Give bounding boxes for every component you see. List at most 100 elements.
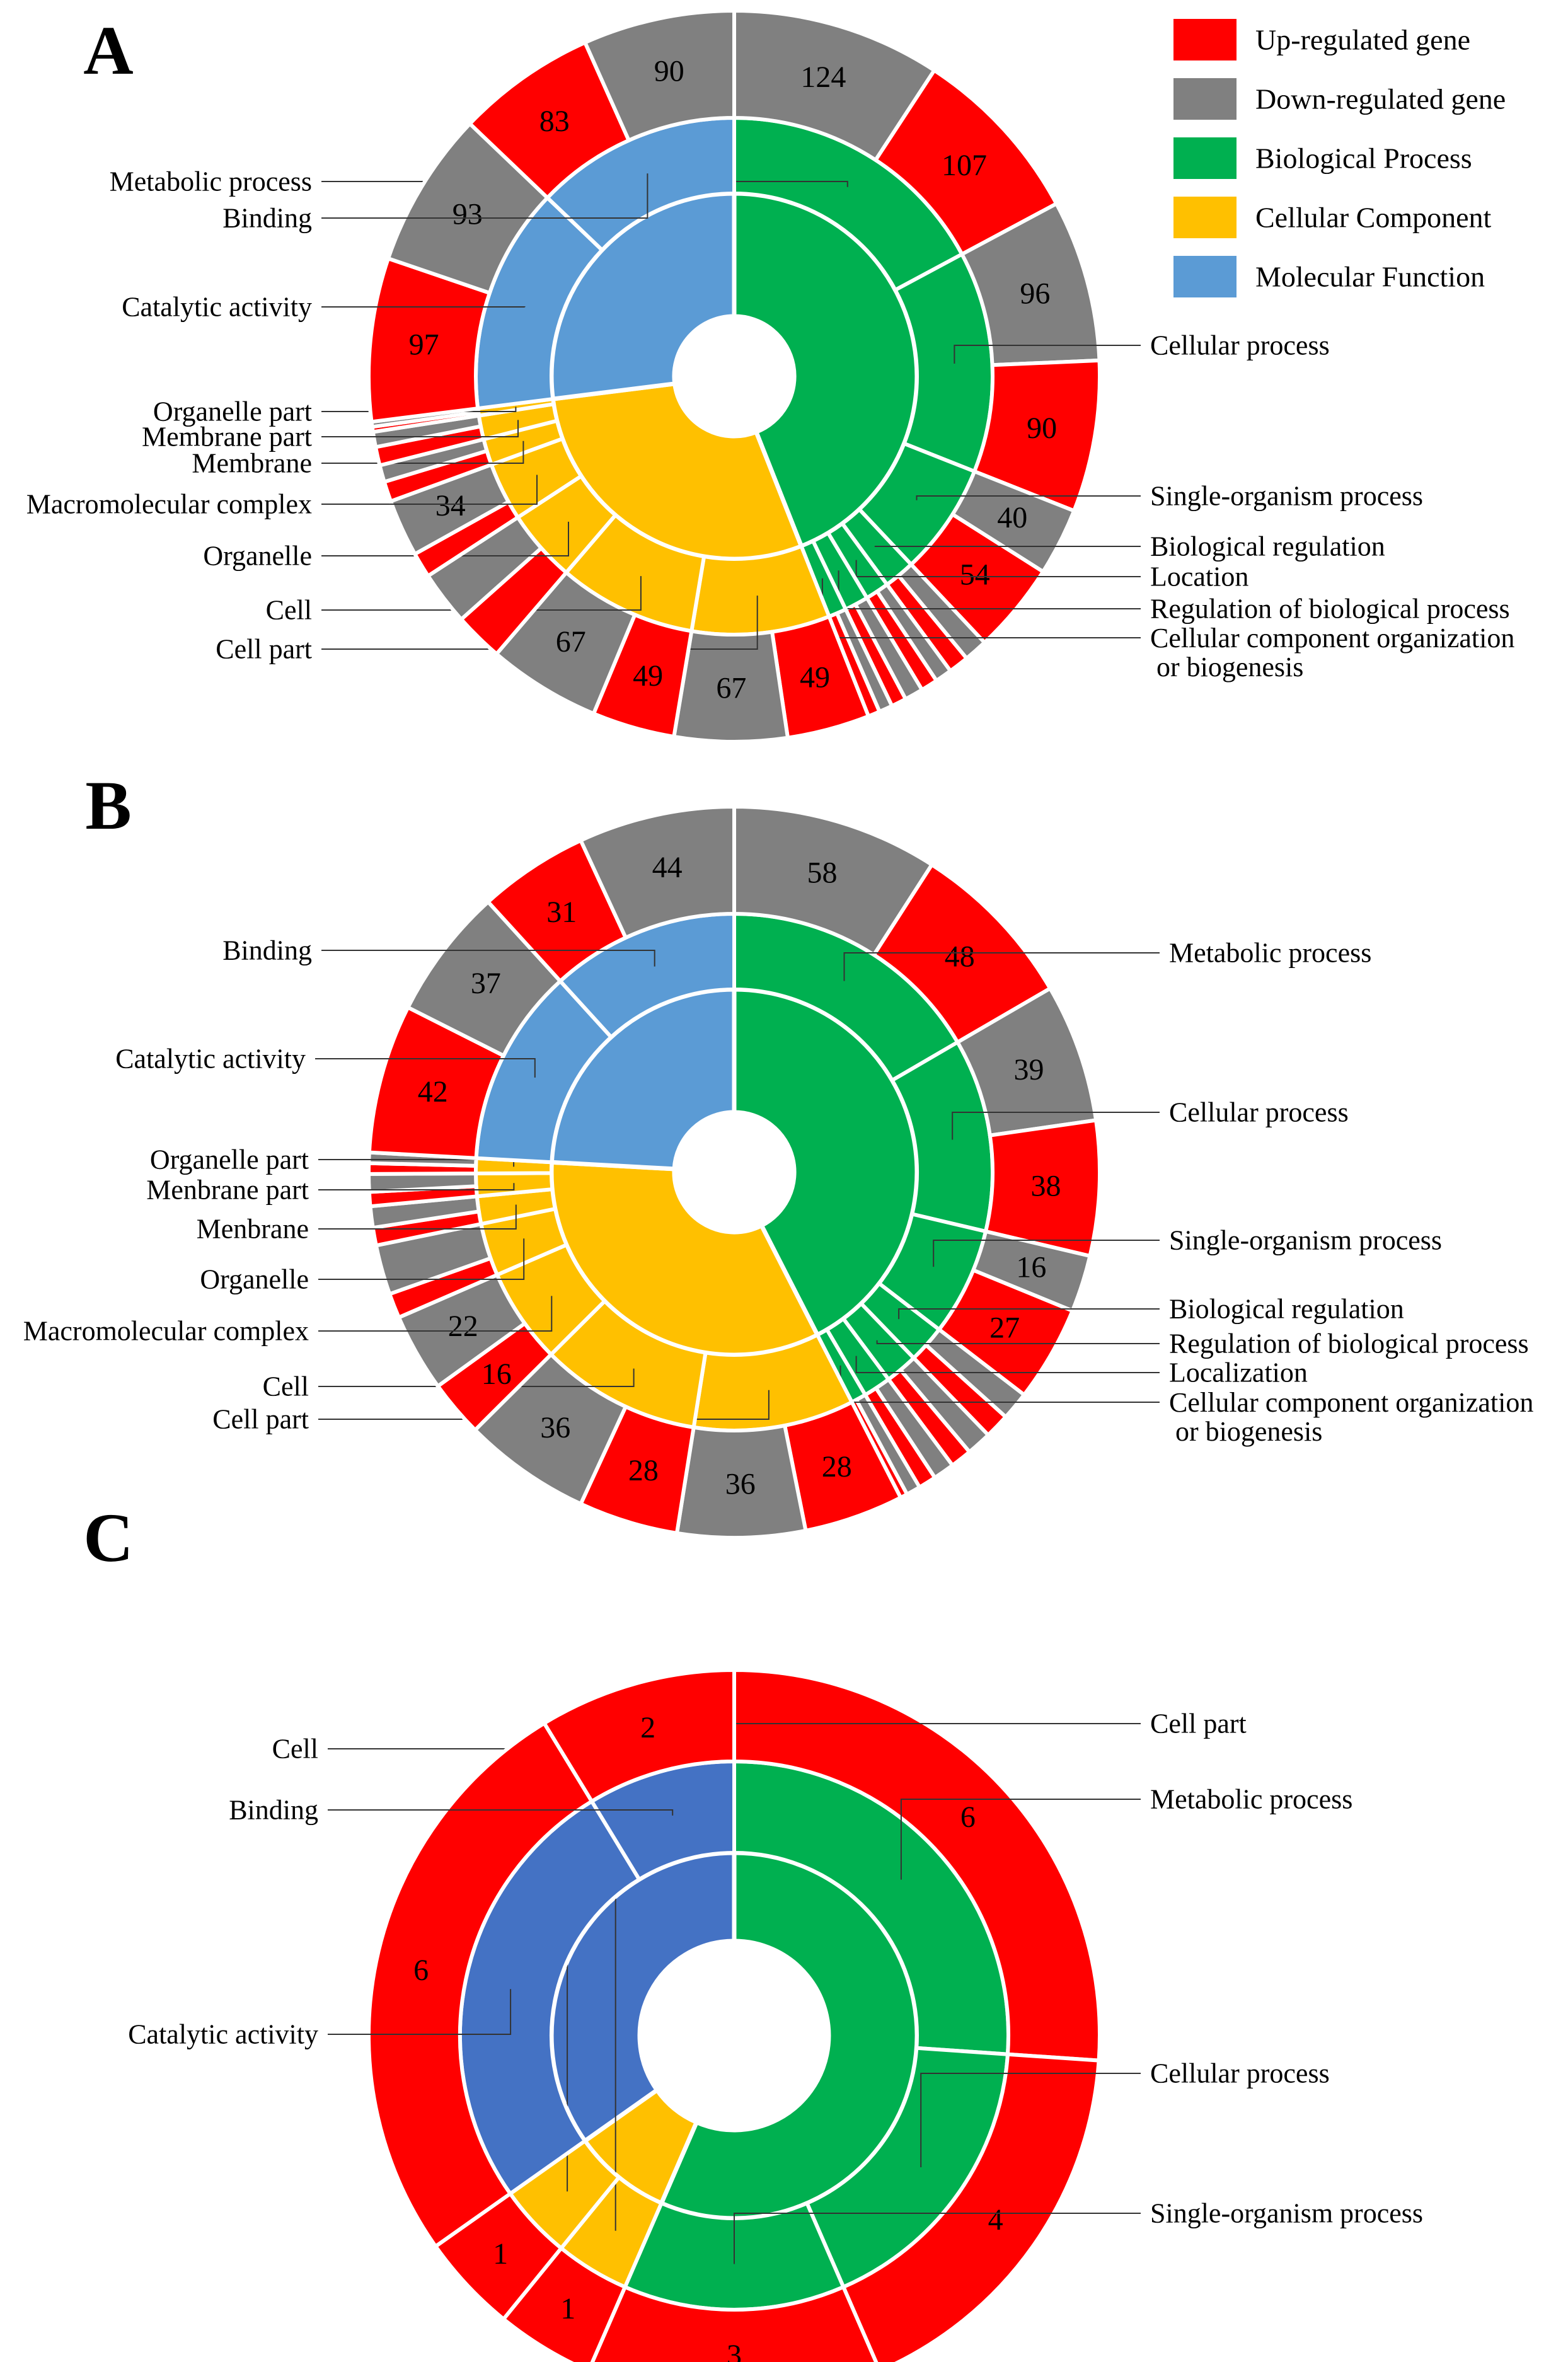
leader-line-cell — [321, 576, 642, 611]
leader-line-cellular-process — [954, 345, 1141, 364]
legend-swatch-molecular-function — [1173, 256, 1237, 297]
term-label-membrane-part: Membrane part — [142, 422, 312, 452]
term-label-cellular-process: Cellular process — [1150, 2058, 1330, 2089]
data-label-down-metabolic-process: 124 — [800, 60, 846, 94]
data-label-up-single-organism-process: 3 — [727, 2339, 742, 2362]
data-label-up-single-organism-process: 54 — [960, 558, 990, 592]
leader-line-single-organism-process — [916, 495, 1141, 500]
leader-line-metabolic-process — [900, 1799, 1141, 1880]
term-label-single-organism-process: Single-organism process — [1150, 2198, 1423, 2229]
data-label-down-metabolic-process: 58 — [807, 856, 838, 890]
data-label-down-cell: 36 — [540, 1411, 570, 1444]
term-label-organelle-part: Organelle part — [153, 396, 312, 427]
leader-line-macromolecular-complex — [318, 1296, 553, 1332]
data-label-up-metabolic-process: 6 — [960, 1800, 976, 1834]
term-label-metabolic-process: Metabolic process — [1169, 938, 1371, 969]
panel-letter-a: A — [83, 12, 133, 89]
term-label-cellular-process: Cellular process — [1169, 1097, 1349, 1128]
outer-arc-up-cellular-process — [841, 2052, 1101, 2362]
leader-line-cell — [318, 1368, 635, 1387]
leader-line-menbrane — [318, 1204, 517, 1230]
data-label-down-binding: 90 — [654, 54, 684, 88]
data-label-down-catalytic-activity: 93 — [453, 198, 483, 231]
term-label-macromolecular-complex: Macromolecular complex — [26, 489, 312, 520]
term-label-catalytic-activity: Catalytic activity — [128, 2019, 318, 2050]
data-label-down-cellular-process: 39 — [1014, 1053, 1044, 1086]
data-label-up-single-organism-process: 27 — [989, 1311, 1020, 1344]
data-label-up-metabolic-process: 48 — [945, 940, 975, 973]
term-label-menbrane: Menbrane — [197, 1214, 309, 1245]
term-label-regulation-of-biological-process: Regulation of biological process — [1169, 1328, 1529, 1359]
data-label-down-single-organism-process: 16 — [1016, 1251, 1046, 1284]
data-label-down-cell: 67 — [556, 625, 586, 659]
legend-label-biological-process: Biological Process — [1255, 142, 1472, 175]
leader-line-catalytic-activity — [328, 1989, 512, 2035]
leader-line-organelle — [321, 521, 569, 556]
data-label-down-cell-part: 67 — [716, 672, 746, 705]
legend-swatch-cellular-component — [1173, 197, 1237, 238]
data-label-down-macromolecular-complex: 34 — [435, 489, 466, 522]
center-hole — [640, 1941, 829, 2130]
data-label-down-cell-part: 36 — [725, 1467, 756, 1501]
data-label-down-catalytic-activity: 37 — [471, 967, 501, 1000]
term-label-cell: Cell — [266, 595, 312, 626]
term-label-binding: Binding — [222, 203, 312, 234]
outer-arc-up-binding — [541, 1668, 736, 1804]
data-label-down-binding: 44 — [652, 851, 683, 884]
term-label-metabolic-process: Metabolic process — [1150, 1784, 1352, 1815]
data-label-up-macromolecular-complex: 16 — [481, 1357, 512, 1391]
leader-line-macromolecular-complex — [321, 475, 538, 505]
data-label-up-cell-part: 28 — [822, 1450, 852, 1483]
term-label-cellular-process: Cellular process — [1150, 330, 1330, 361]
data-label-down-cellular-process: 96 — [1020, 277, 1050, 311]
legend-label-molecular-function: Molecular Function — [1255, 261, 1485, 293]
leader-line-cellular-process — [920, 2073, 1141, 2167]
term-label-location: Location — [1150, 562, 1248, 592]
legend-label-cellular-component: Cellular Component — [1255, 202, 1492, 234]
leader-line-single-organism-process — [734, 2213, 1141, 2264]
data-label-up-catalytic-activity: 97 — [409, 328, 439, 361]
leader-line-cellular-process — [952, 1112, 1160, 1140]
legend-label-up-regulated-gene: Up-regulated gene — [1255, 24, 1470, 56]
data-label-up-binding: 31 — [546, 896, 577, 929]
leader-line-binding — [321, 173, 649, 219]
center-hole — [674, 316, 794, 436]
term-label-metabolic-process: Metabolic process — [110, 166, 312, 197]
data-label-up-cell: 49 — [633, 659, 663, 693]
term-label-catalytic-activity: Catalytic activity — [122, 292, 312, 323]
leader-line-catalytic-activity — [315, 1058, 536, 1078]
legend-label-down-regulated-gene: Down-regulated gene — [1255, 83, 1506, 115]
data-label-up-cell: 1 — [560, 2292, 575, 2325]
data-label-up-binding: 2 — [640, 1711, 655, 1744]
outer-arc-up-catalytic-activity — [366, 1720, 595, 2249]
term-label-cell-part: Cell part — [1150, 1708, 1247, 1739]
term-label-binding: Binding — [222, 935, 312, 966]
legend-swatch-up-regulated-gene — [1173, 19, 1237, 60]
term-label-membrane: Membrane — [192, 448, 312, 479]
leader-line-binding — [321, 950, 655, 967]
leader-line-membrane-part — [321, 420, 519, 437]
data-label-up-binding: 83 — [539, 105, 570, 138]
outer-arc-up-single-organism-process — [590, 2284, 879, 2362]
term-label-macromolecular-complex: Macromolecular complex — [23, 1316, 309, 1347]
term-label-cell: Cell — [263, 1371, 309, 1402]
legend-swatch-biological-process — [1173, 137, 1237, 179]
outer-arc-up-metabolic-process — [732, 1668, 1102, 2063]
term-label-single-organism-process: Single-organism process — [1169, 1225, 1442, 1256]
term-label-cell-part: Cell part — [212, 1404, 309, 1435]
term-label-cell-part: Cell part — [216, 634, 312, 665]
data-label-up-cellular-process: 4 — [988, 2203, 1003, 2237]
legend-swatch-down-regulated-gene — [1173, 78, 1237, 120]
leader-line-organelle — [318, 1238, 525, 1280]
data-label-up-metabolic-process: 107 — [942, 149, 987, 182]
data-label-up-catalytic-activity: 6 — [413, 1954, 429, 1987]
data-label-up-cell-part: 49 — [800, 661, 830, 694]
outer-arc-down-binding — [578, 804, 736, 940]
term-label-menbrane-part: Menbrane part — [146, 1175, 309, 1206]
data-label-up-cell-part: 1 — [493, 2237, 508, 2271]
